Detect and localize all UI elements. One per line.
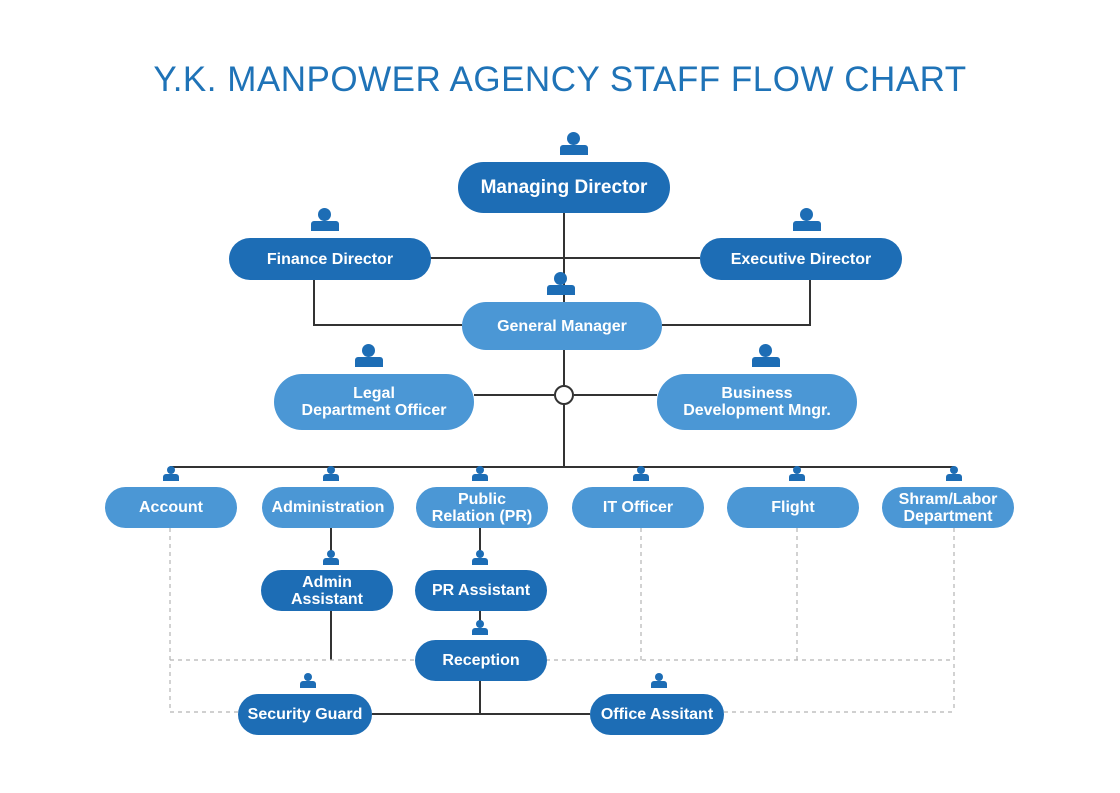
node-admin-assistant: Admin Assistant [261, 570, 393, 611]
node-it-officer: IT Officer [572, 487, 704, 528]
fd-to-gm-line [313, 280, 462, 326]
junction-circle [554, 385, 574, 405]
node-public-relation: Public Relation (PR) [416, 487, 548, 528]
node-legal-department-officer: Legal Department Officer [274, 374, 474, 430]
person-icon [633, 466, 649, 481]
person-icon [752, 344, 780, 367]
node-office-assistant: Office Assitant [590, 694, 724, 735]
node-flight: Flight [727, 487, 859, 528]
node-pr-assistant: PR Assistant [415, 570, 547, 611]
person-icon [547, 272, 575, 295]
node-business-development-manager: Business Development Mngr. [657, 374, 857, 430]
ed-to-gm-line [662, 280, 811, 326]
node-administration: Administration [262, 487, 394, 528]
node-finance-director: Finance Director [229, 238, 431, 280]
person-icon [793, 208, 821, 231]
chart-title: Y.K. MANPOWER AGENCY STAFF FLOW CHART [153, 60, 967, 99]
person-icon [651, 673, 667, 688]
person-icon [323, 550, 339, 565]
person-icon [472, 620, 488, 635]
node-executive-director: Executive Director [700, 238, 902, 280]
person-icon [560, 132, 588, 155]
person-icon [311, 208, 339, 231]
person-icon [300, 673, 316, 688]
person-icon [163, 466, 179, 481]
node-account: Account [105, 487, 237, 528]
person-icon [323, 466, 339, 481]
node-general-manager: General Manager [462, 302, 662, 350]
person-icon [472, 466, 488, 481]
node-shram-labor-department: Shram/Labor Department [882, 487, 1014, 528]
node-managing-director: Managing Director [458, 162, 670, 213]
node-reception: Reception [415, 640, 547, 681]
person-icon [946, 466, 962, 481]
person-icon [472, 550, 488, 565]
node-security-guard: Security Guard [238, 694, 372, 735]
person-icon [789, 466, 805, 481]
person-icon [355, 344, 383, 367]
